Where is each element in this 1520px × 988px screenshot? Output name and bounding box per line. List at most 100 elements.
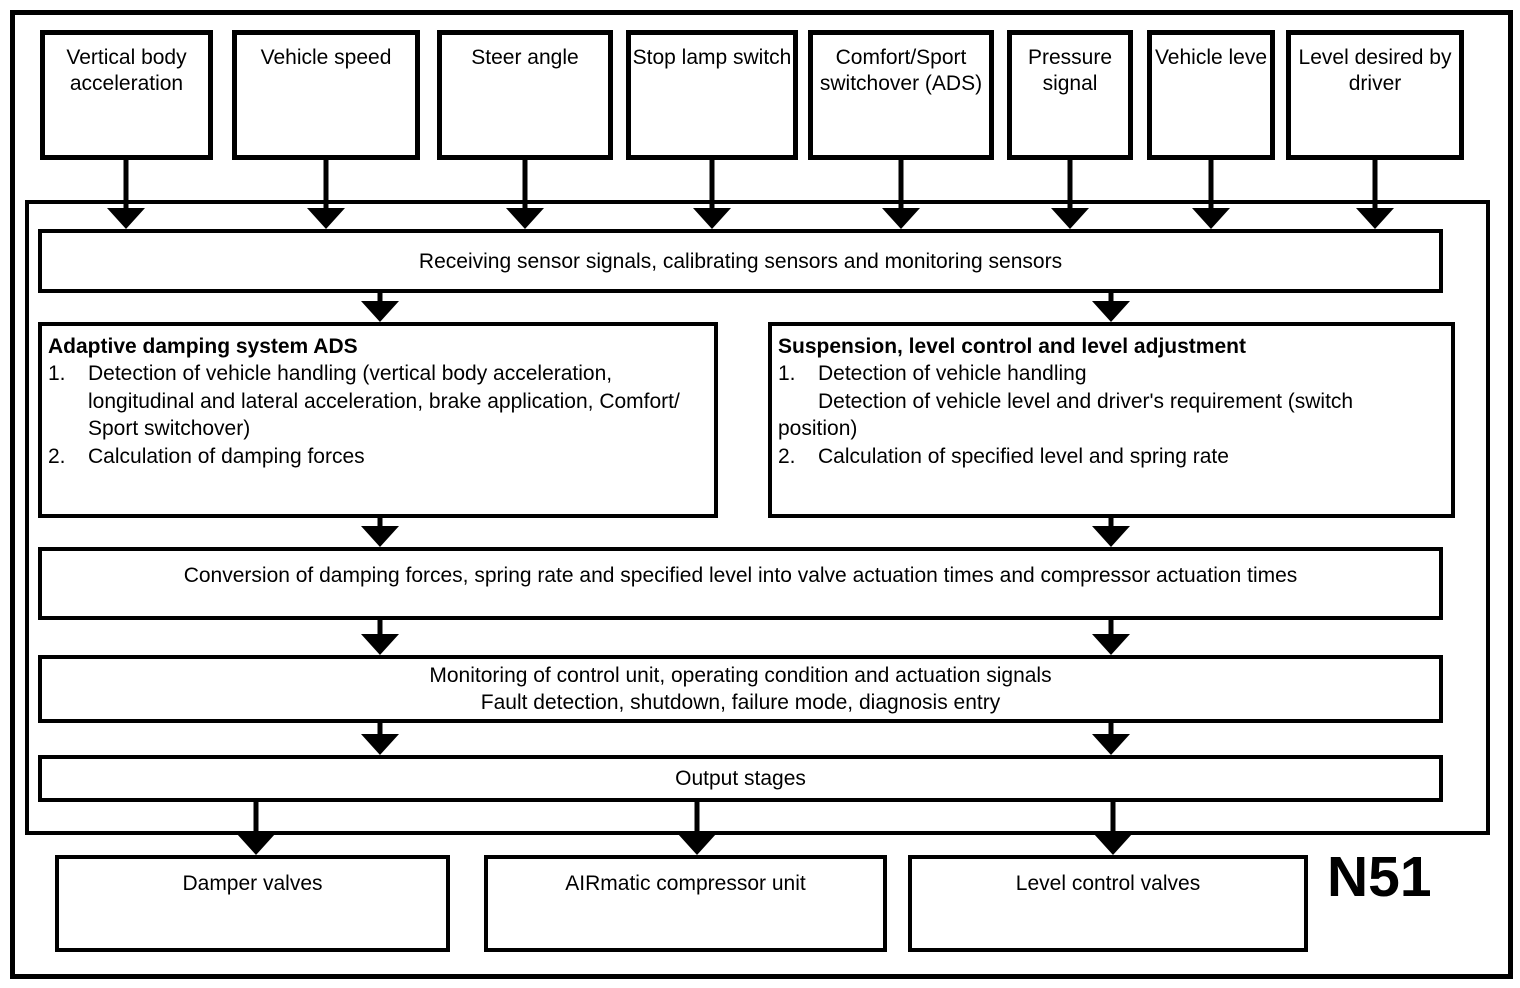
list-item-text: Sport switchover) <box>88 417 251 440</box>
flow-arrow <box>307 160 345 229</box>
flow-arrow-stem <box>377 518 383 529</box>
flow-arrow <box>361 518 399 547</box>
output-box-label: AIRmatic compressor unit <box>565 872 806 895</box>
flow-arrow-head <box>1092 734 1130 755</box>
output-box: Level control valves <box>908 855 1308 952</box>
output-box-label: Damper valves <box>182 872 323 895</box>
flow-arrow-stem <box>1208 160 1214 211</box>
input-box-label: Comfort/Sport switchover (ADS) <box>819 46 983 95</box>
flow-arrow-stem <box>377 620 383 637</box>
flow-arrow <box>1051 160 1089 229</box>
input-box: Stop lamp switch <box>626 30 798 160</box>
flow-arrow <box>882 160 920 229</box>
suspension-box: Suspension, level control and level adju… <box>768 322 1455 518</box>
list-item-text: longitudinal and lateral acceleration, b… <box>88 390 680 413</box>
input-box-label: Level desired by driver <box>1298 46 1452 95</box>
flow-arrow-stem <box>898 160 904 211</box>
flow-arrow-head <box>1094 834 1132 855</box>
flow-arrow-stem <box>377 723 383 737</box>
flow-arrow <box>678 802 716 855</box>
flow-arrow-head <box>1092 301 1130 322</box>
monitoring-line-1: Monitoring of control unit, operating co… <box>429 664 1052 687</box>
flow-arrow-head <box>678 834 716 855</box>
receiving-label: Receiving sensor signals, calibrating se… <box>418 249 1063 273</box>
flow-arrow <box>361 620 399 655</box>
flow-arrow-head <box>361 526 399 547</box>
flow-arrow-stem <box>1108 293 1114 304</box>
flow-arrow-head <box>1356 208 1394 229</box>
monitoring-line-2: Fault detection, shutdown, failure mode,… <box>480 691 1001 714</box>
input-box: Pressure signal <box>1007 30 1133 160</box>
flow-arrow-stem <box>1108 723 1114 737</box>
list-item-marker: 2. <box>48 445 66 468</box>
flow-arrow-stem <box>377 293 383 304</box>
flow-arrow <box>1192 160 1230 229</box>
input-box: Comfort/Sport switchover (ADS) <box>808 30 994 160</box>
flow-arrow <box>1092 620 1130 655</box>
conversion-label: Conversion of damping forces, spring rat… <box>183 564 1298 587</box>
conversion-box: Conversion of damping forces, spring rat… <box>38 547 1443 620</box>
list-item-marker: 1. <box>48 362 66 385</box>
input-box-label: Steer angle <box>471 46 579 69</box>
input-box: Vertical body acceleration <box>40 30 213 160</box>
flow-arrow-stem <box>1372 160 1378 211</box>
flow-arrow-stem <box>123 160 129 211</box>
input-box-label: Vertical body acceleration <box>66 46 187 95</box>
ads-box: Adaptive damping system ADS 1. Detection … <box>38 322 718 518</box>
output-box-label: Level control valves <box>1015 872 1201 895</box>
output-stages-label: Output stages <box>675 767 806 790</box>
flow-arrow-head <box>361 634 399 655</box>
list-item-text: Detection of vehicle handling (vertical … <box>88 362 613 385</box>
flow-arrow-head <box>882 208 920 229</box>
flow-arrow-head <box>307 208 345 229</box>
flow-arrow-stem <box>1067 160 1073 211</box>
input-box-label: Stop lamp switch <box>632 46 792 69</box>
flow-arrow-stem <box>1108 620 1114 637</box>
flow-arrow-stem <box>1110 802 1116 837</box>
flow-arrow <box>1094 802 1132 855</box>
flow-arrow <box>237 802 275 855</box>
flow-arrow-head <box>693 208 731 229</box>
flow-arrow-head <box>107 208 145 229</box>
flow-arrow <box>1356 160 1394 229</box>
input-box-label: Vehicle speed <box>260 46 392 69</box>
input-box-label: Pressure signal <box>1027 46 1113 95</box>
outer-border <box>10 10 1513 979</box>
output-box: Damper valves <box>55 855 450 952</box>
flow-arrow <box>1092 293 1130 322</box>
flow-arrow-stem <box>522 160 528 211</box>
list-item-text: position) <box>778 417 858 440</box>
control-unit-frame <box>25 200 1490 835</box>
flow-arrow-stem <box>694 802 700 837</box>
flow-arrow-head <box>1092 634 1130 655</box>
flow-arrow-stem <box>1108 518 1114 529</box>
input-box: Steer angle <box>437 30 613 160</box>
flow-arrow <box>1092 518 1130 547</box>
input-box: Vehicle leve <box>1147 30 1275 160</box>
flow-arrow <box>361 723 399 755</box>
list-item-marker: 2. <box>778 445 796 468</box>
output-stages-box: Output stages <box>38 755 1443 802</box>
flow-arrow-head <box>361 301 399 322</box>
flow-arrow-stem <box>323 160 329 211</box>
flow-arrow <box>1092 723 1130 755</box>
flow-arrow-head <box>1192 208 1230 229</box>
flow-arrow-head <box>1092 526 1130 547</box>
flow-arrow-stem <box>709 160 715 211</box>
suspension-box-title: Suspension, level control and level adju… <box>778 335 1246 358</box>
flow-arrow-stem <box>253 802 259 837</box>
flow-arrow-head <box>361 734 399 755</box>
list-item-text: Detection of vehicle handling <box>818 362 1087 385</box>
list-item-text: Detection of vehicle level and driver's … <box>818 390 1354 413</box>
input-box-label: Vehicle leve <box>1154 46 1268 69</box>
output-box: AIRmatic compressor unit <box>484 855 887 952</box>
flow-arrow-head <box>506 208 544 229</box>
input-box: Vehicle speed <box>232 30 420 160</box>
list-item-text: Calculation of specified level and sprin… <box>818 445 1229 468</box>
ads-box-title: Adaptive damping system ADS <box>48 335 358 358</box>
monitoring-box: Monitoring of control unit, operating co… <box>38 655 1443 723</box>
flow-arrow-head <box>237 834 275 855</box>
list-item-marker: 1. <box>778 362 796 385</box>
receiving-box: Receiving sensor signals, calibrating se… <box>38 229 1443 293</box>
